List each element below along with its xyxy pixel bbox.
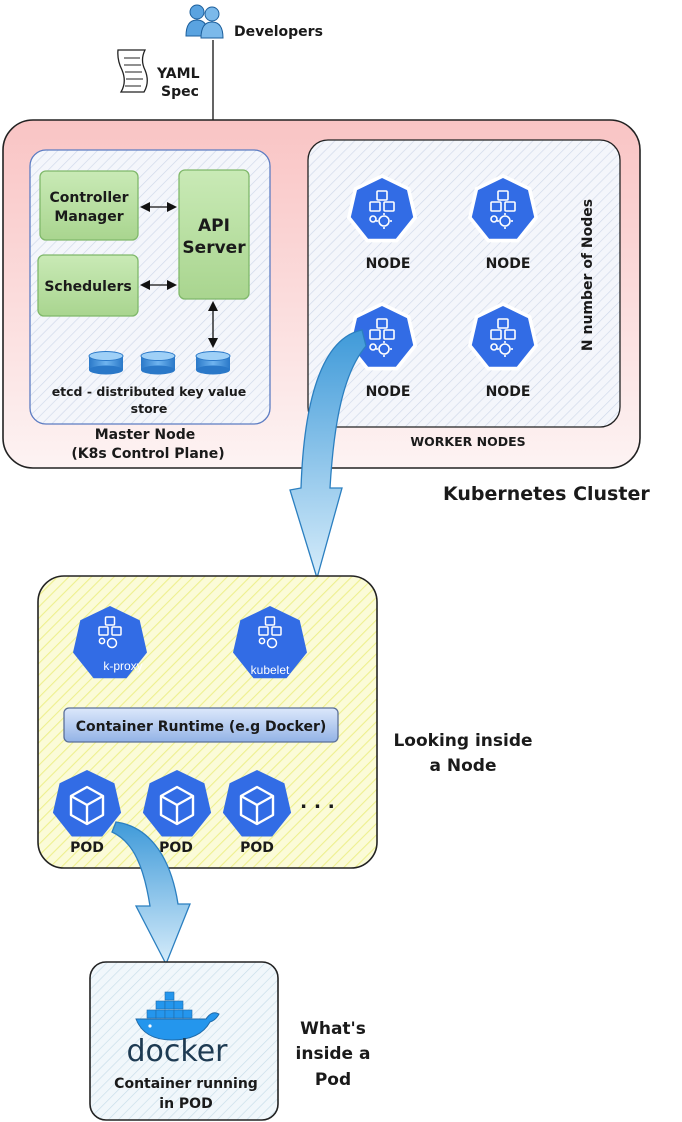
pod-label: POD <box>159 840 193 856</box>
worker-nodes-label: WORKER NODES <box>410 434 525 449</box>
developers-label: Developers <box>234 24 323 40</box>
controller-manager-line1: Controller <box>49 190 128 206</box>
master-node-title-line2: (K8s Control Plane) <box>71 446 224 462</box>
kubelet-label: kubelet <box>251 663 290 677</box>
yaml-label-line1: YAML <box>156 66 200 82</box>
k-proxy-label: k-proxy <box>103 659 142 673</box>
node-label: NODE <box>366 256 411 272</box>
docker-wordmark: docker <box>127 1034 229 1069</box>
whats-inside-pod-line3: Pod <box>315 1070 351 1090</box>
etcd-database-icons <box>88 351 231 375</box>
database-icon <box>88 351 124 375</box>
api-server-line1: API <box>198 216 230 236</box>
yaml-document-icon <box>117 49 148 93</box>
api-server-line2: Server <box>182 238 246 258</box>
master-node-title-line1: Master Node <box>95 427 196 443</box>
looking-inside-node-line1: Looking inside <box>393 731 532 751</box>
api-server-box <box>178 169 250 300</box>
whats-inside-pod-line1: What's <box>300 1019 366 1039</box>
controller-manager-box <box>39 170 139 241</box>
schedulers-box <box>37 254 139 317</box>
container-runtime-label: Container Runtime (e.g Docker) <box>76 719 327 735</box>
developers-icon <box>185 4 224 39</box>
container-runtime-box <box>63 707 339 743</box>
worker-nodes-panel <box>307 139 621 428</box>
node-label: NODE <box>486 384 531 400</box>
pod-inside-panel <box>89 961 279 1121</box>
more-pods-ellipsis: . . . <box>300 791 335 813</box>
pod-label: POD <box>70 840 104 856</box>
docker-whale-icon <box>135 991 220 1041</box>
yaml-label-line2: Spec <box>161 84 199 100</box>
node-label: NODE <box>486 256 531 272</box>
controller-manager-line2: Manager <box>54 209 123 225</box>
kubernetes-cluster-label: Kubernetes Cluster <box>443 483 650 505</box>
node-label: NODE <box>366 384 411 400</box>
looking-inside-node-line2: a Node <box>430 756 497 776</box>
n-number-of-nodes-label: N number of Nodes <box>580 199 596 351</box>
pod-label: POD <box>240 840 274 856</box>
database-icon <box>195 351 231 375</box>
etcd-label-line2: store <box>131 401 168 416</box>
whats-inside-pod-line2: inside a <box>296 1044 371 1064</box>
container-running-line1: Container running <box>114 1076 258 1092</box>
container-running-line2: in POD <box>159 1096 212 1112</box>
schedulers-label: Schedulers <box>44 279 131 295</box>
database-icon <box>140 351 176 375</box>
etcd-label-line1: etcd - distributed key value <box>52 384 247 399</box>
